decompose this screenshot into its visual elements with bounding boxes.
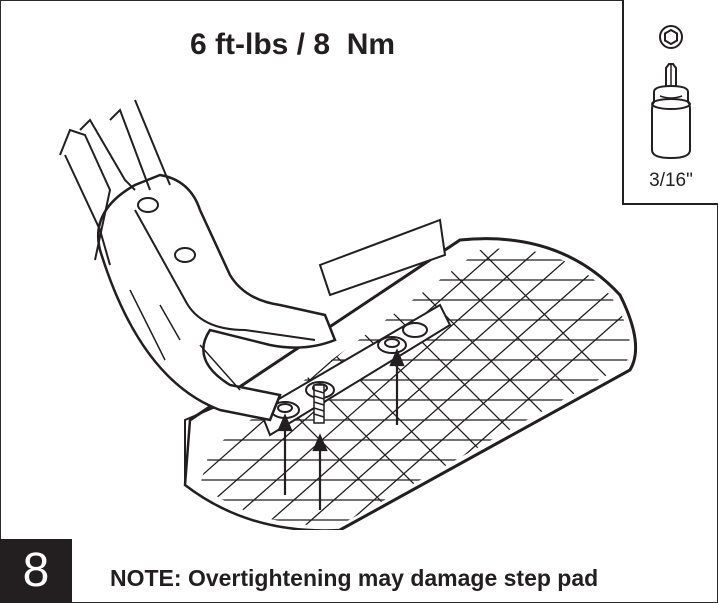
hex-bit-socket-icon	[651, 25, 691, 160]
step-number: 8	[0, 539, 72, 603]
step-note: NOTE: Overtightening may damage step pad	[110, 565, 599, 591]
torque-spec: 6 ft-lbs / 8 Nm	[190, 28, 396, 61]
tool-size-label: 3/16"	[649, 170, 693, 191]
step-pad-illustration	[59, 99, 638, 530]
tool-callout: 3/16"	[622, 0, 718, 205]
